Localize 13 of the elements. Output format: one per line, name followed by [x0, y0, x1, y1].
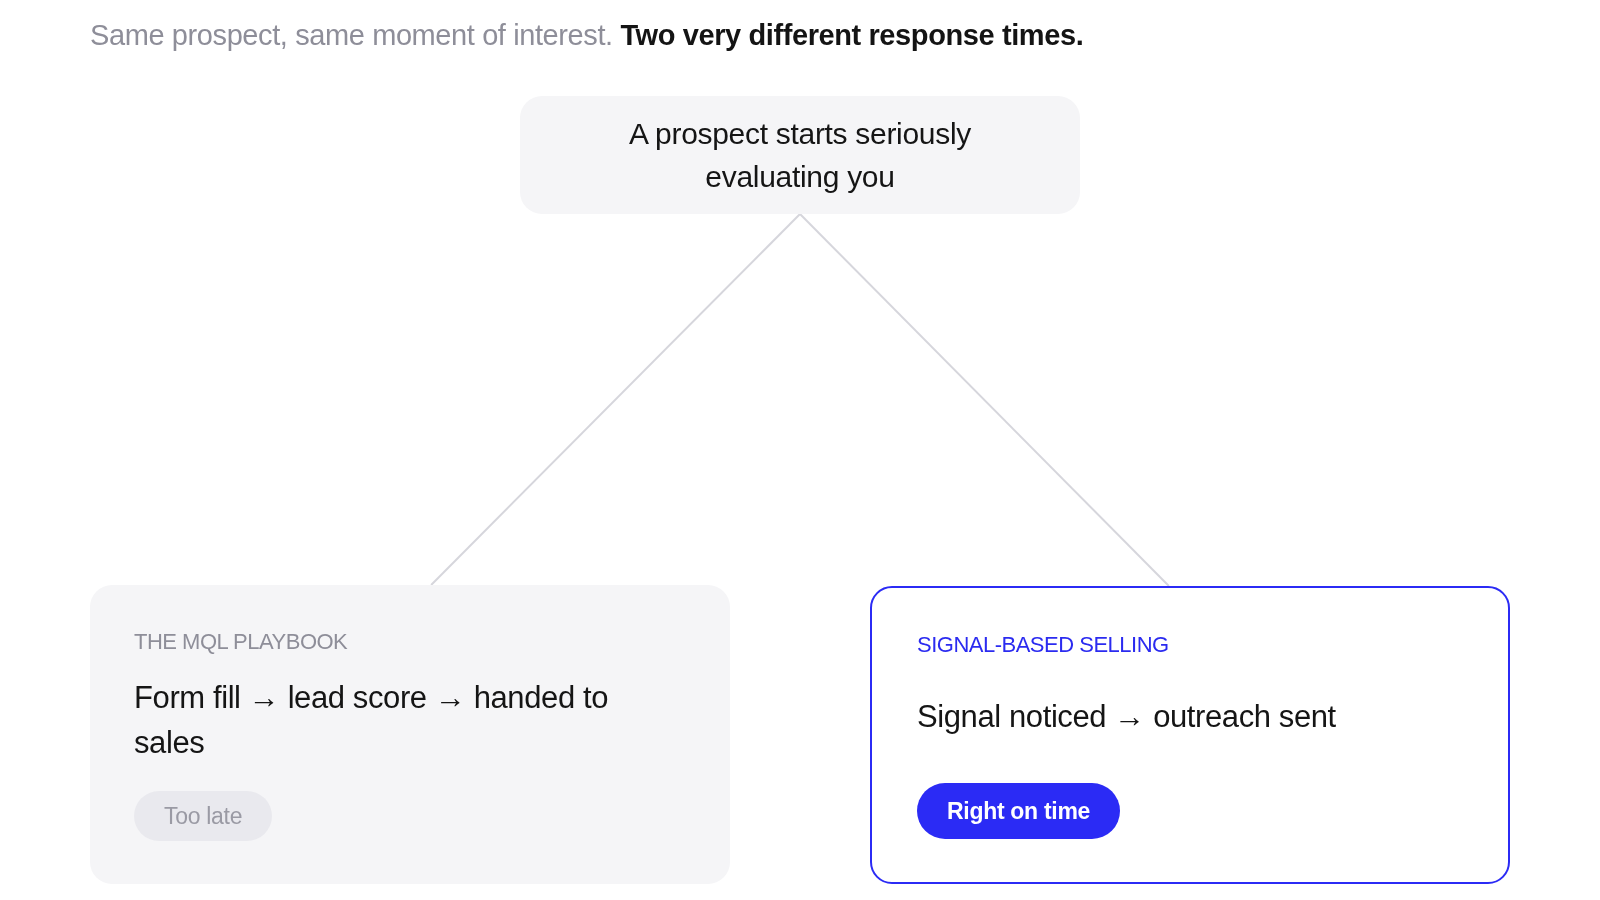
- start-box: [520, 96, 1080, 214]
- card-title: Signal noticed → outreach sent: [917, 698, 1336, 736]
- box-text: A prospect starts seriously evaluating you: [627, 116, 972, 195]
- card-heading: SIGNAL-BASED SELLING: [917, 631, 1169, 659]
- page-heading: Same prospect, same moment of interest. Two very different response times.: [90, 18, 1084, 53]
- card-heading: THE MQL PLAYBOOK: [134, 628, 348, 656]
- playbook-card: [90, 585, 730, 884]
- connector-line: [430, 213, 801, 586]
- status-pill: Right on time: [917, 783, 1121, 839]
- connector-line: [799, 213, 1170, 587]
- card-title: Form fill → lead score → handed to sales: [134, 679, 609, 762]
- status-pill: Too late: [134, 791, 273, 841]
- signal-card: [870, 586, 1510, 884]
